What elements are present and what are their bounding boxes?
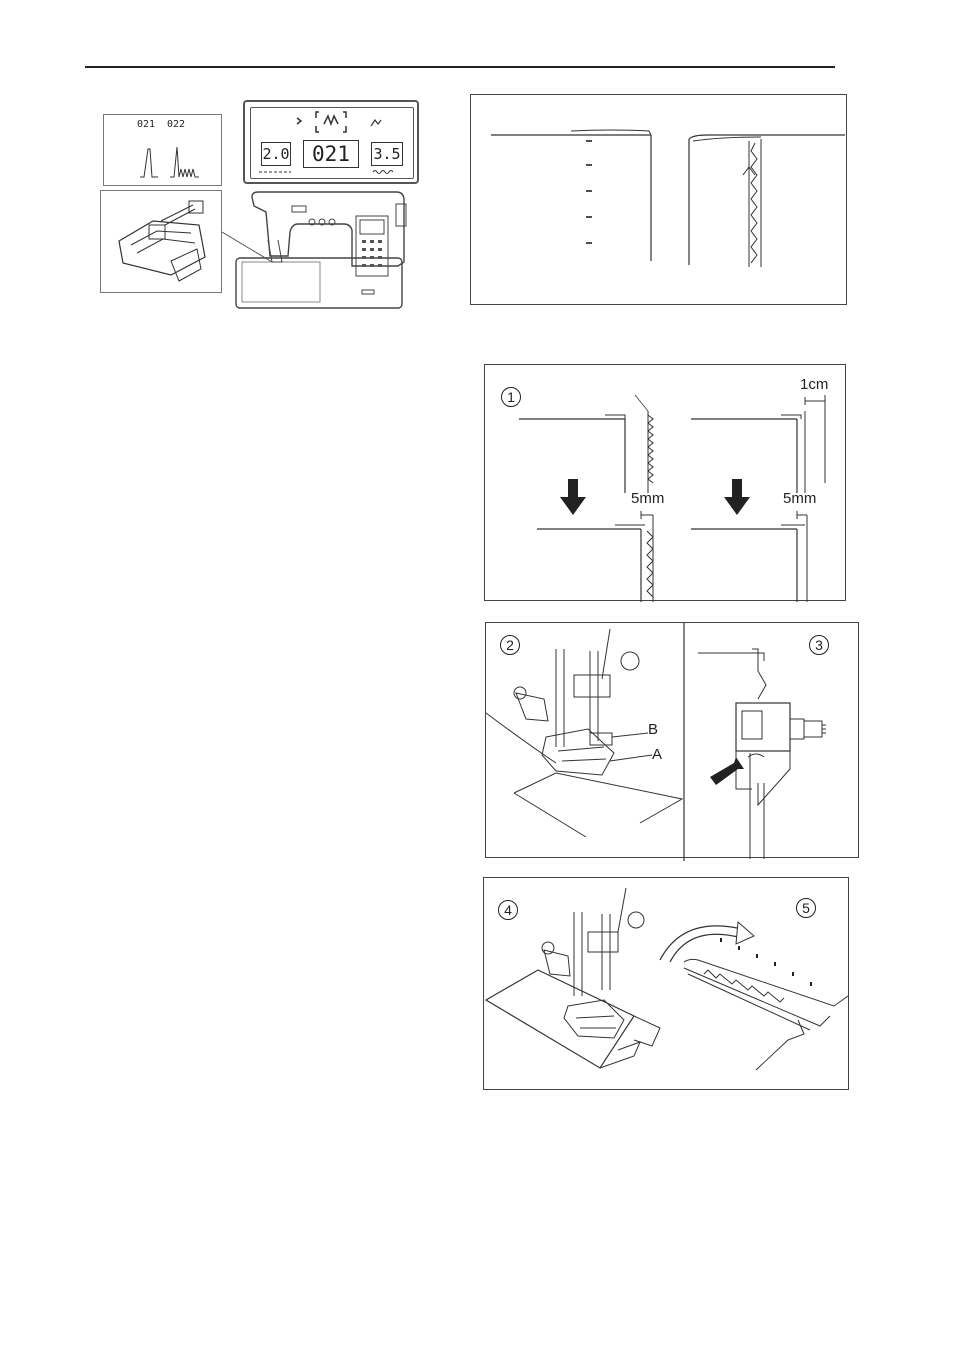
foot-guide-panel: 2 3 B A	[485, 622, 859, 858]
hem-fold-drawing	[485, 365, 847, 602]
blind-hem-result-drawing	[471, 95, 848, 306]
pointer-arrow	[710, 757, 744, 785]
hem-sewing-panel: 4 5	[483, 877, 849, 1090]
hem-sewing-drawing	[484, 878, 850, 1091]
foot-guide-drawing	[486, 623, 860, 859]
blind-hem-result-panel	[470, 94, 847, 305]
hem-fold-panel: 1 1cm 5mm 5mm	[484, 364, 846, 601]
